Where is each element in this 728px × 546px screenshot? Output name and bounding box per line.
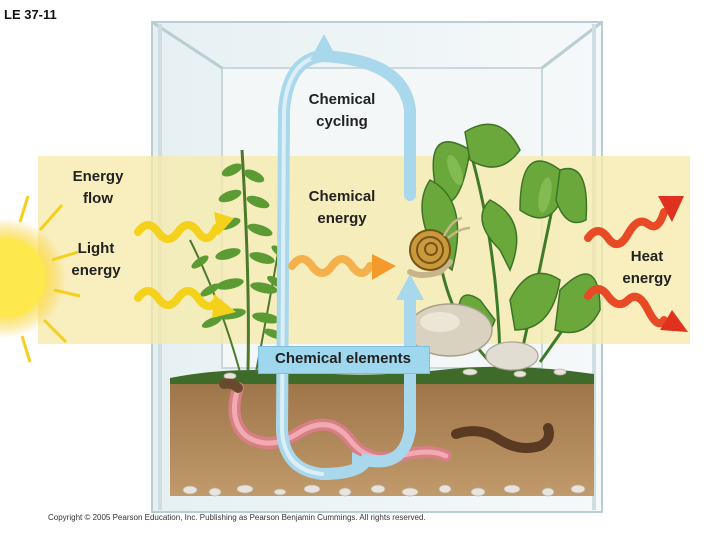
sun-icon [0,195,81,363]
cycle-arrowhead-top [310,34,338,60]
earthworm-brown [451,423,554,453]
heat-energy-label: Heat energy [622,248,672,287]
chemical-elements-label: Chemical elements [275,350,411,367]
chemical-elements-box [258,346,430,374]
cycle-arrowhead-right [396,274,424,300]
cycle-arrowhead-bottom [352,452,372,474]
light-energy-arrows [134,212,236,318]
snail [407,216,471,278]
rocks [407,303,539,371]
chemical-energy-arrow [288,254,396,280]
figure-id: LE 37-11 [4,7,57,22]
light-energy-label: Light energy [71,240,121,279]
copyright-notice: Copyright © 2005 Pearson Education, Inc.… [48,513,426,522]
chemical-energy-label: Chemical energy [308,188,376,227]
chemical-cycling-label: Chemical cycling [308,91,376,130]
energy-flow-label: Energy flow [72,168,124,207]
heat-energy-arrows [584,196,688,332]
